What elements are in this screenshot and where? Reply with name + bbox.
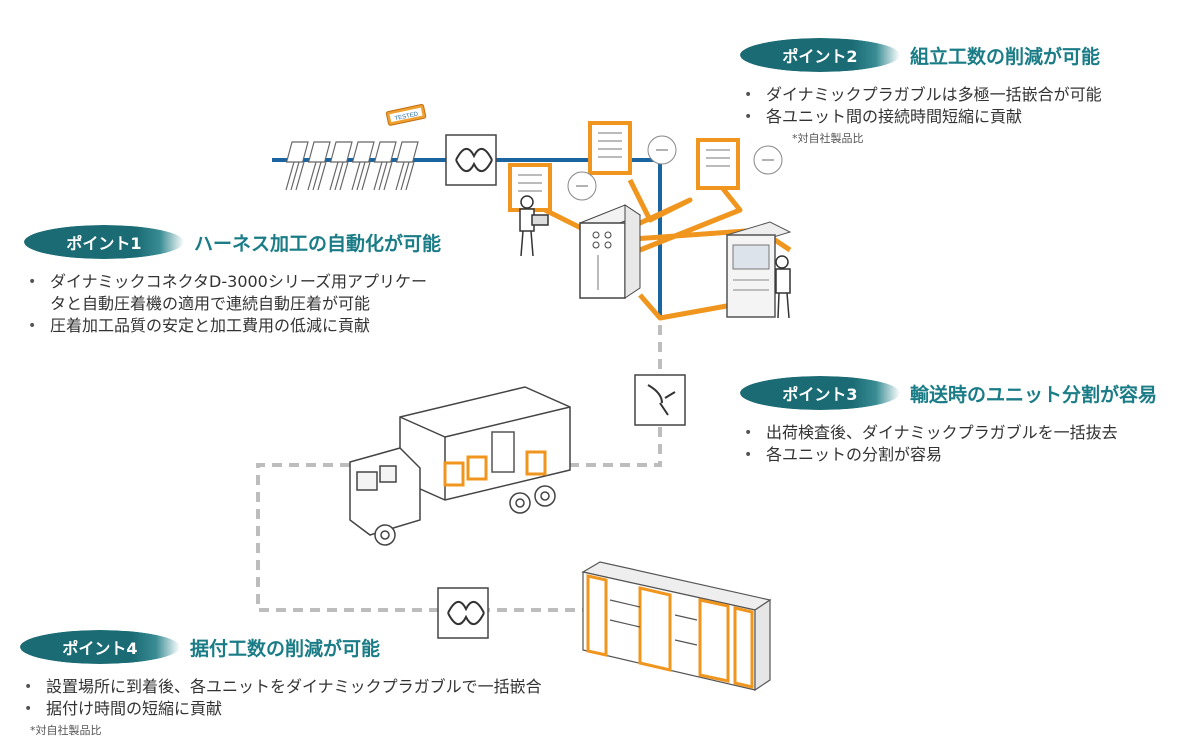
point3-badge: ポイント3 — [740, 376, 900, 410]
point3-bullet-2: 各ユニットの分割が容易 — [740, 444, 1190, 466]
delivery-truck — [349, 386, 571, 546]
point4-bullet-2: 据付け時間の短縮に貢献 — [20, 698, 720, 720]
transport-dashed-path — [256, 325, 662, 612]
point2-bullet-2: 各ユニット間の接続時間短縮に貢献 — [740, 106, 1180, 128]
plug-connector-icon-bottom — [437, 587, 489, 639]
point4-section: ポイント4 据付工数の削減が可能 設置場所に到着後、各ユニットをダイナミックプラ… — [20, 630, 720, 738]
point4-note: *対自社製品比 — [30, 724, 102, 737]
point1-badge: ポイント1 — [24, 225, 184, 259]
unit-cabinet-small-3 — [696, 138, 740, 190]
point2-title: 組立工数の削減が可能 — [910, 45, 1101, 68]
point1-title: ハーネス加工の自動化が可能 — [194, 232, 442, 255]
installed-cabinet-row — [581, 561, 772, 692]
point3-title: 輸送時のユニット分割が容易 — [910, 383, 1158, 406]
unit-cabinet-small-2 — [588, 121, 632, 175]
point3-section: ポイント3 輸送時のユニット分割が容易 出荷検査後、ダイナミックプラガブルを一括… — [740, 376, 1190, 466]
point4-badge: ポイント4 — [20, 630, 180, 664]
point4-title: 据付工数の削減が可能 — [190, 637, 381, 660]
worker-figure-left — [519, 195, 549, 257]
tested-label: TESTED — [394, 111, 419, 122]
control-panel-right — [725, 221, 792, 318]
connector-balloon-2 — [647, 135, 677, 165]
connector-balloon-3 — [753, 145, 783, 175]
unplug-connector-icon — [634, 374, 686, 426]
point2-bullet-1: ダイナミックプラガブルは多極一括嵌合が可能 — [740, 84, 1180, 106]
point2-section: ポイント2 組立工数の削減が可能 ダイナミックプラガブルは多極一括嵌合が可能 各… — [740, 38, 1180, 146]
point2-badge: ポイント2 — [740, 38, 900, 72]
point4-bullets: 設置場所に到着後、各ユニットをダイナミックプラガブルで一括嵌合 据付け時間の短縮… — [20, 676, 720, 720]
worker-figure-right — [775, 255, 791, 319]
point2-note: *対自社製品比 — [792, 132, 864, 145]
wire-harness-group — [285, 141, 419, 191]
control-panel-main — [578, 204, 642, 299]
point3-bullet-1: 出荷検査後、ダイナミックプラガブルを一括抜去 — [740, 422, 1190, 444]
point1-bullet-1: ダイナミックコネクタD-3000シリーズ用アプリケー タと自動圧着機の適用で連続… — [24, 271, 504, 315]
point1-bullet-2: 圧着加工品質の安定と加工費用の低減に貢献 — [24, 315, 504, 337]
point2-bullets: ダイナミックプラガブルは多極一括嵌合が可能 各ユニット間の接続時間短縮に貢献 — [740, 84, 1180, 128]
tested-tag: TESTED — [385, 103, 427, 126]
point1-bullets: ダイナミックコネクタD-3000シリーズ用アプリケー タと自動圧着機の適用で連続… — [24, 271, 504, 337]
point1-section: ポイント1 ハーネス加工の自動化が可能 ダイナミックコネクタD-3000シリーズ… — [24, 225, 504, 337]
point4-bullet-1: 設置場所に到着後、各ユニットをダイナミックプラガブルで一括嵌合 — [20, 676, 720, 698]
connector-balloon-1 — [567, 171, 597, 201]
plug-connector-icon — [445, 134, 497, 186]
point3-bullets: 出荷検査後、ダイナミックプラガブルを一括抜去 各ユニットの分割が容易 — [740, 422, 1190, 466]
